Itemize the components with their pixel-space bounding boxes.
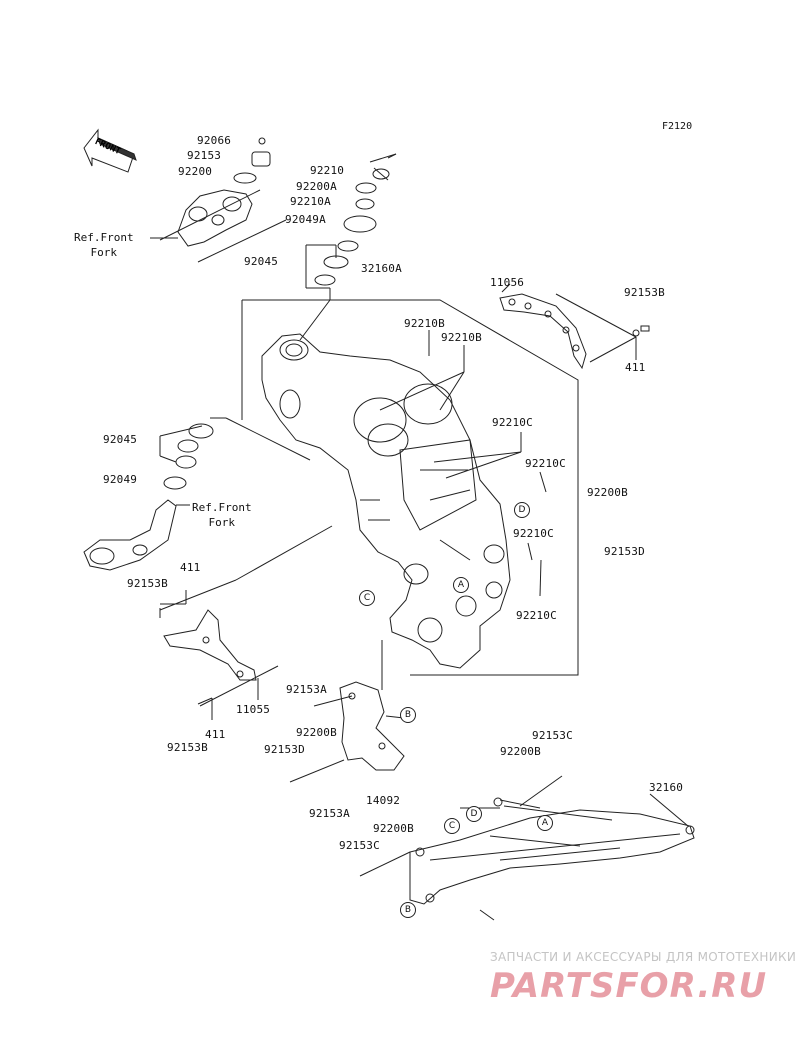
callout-c: C [444,818,460,834]
ref-front-fork-top: Ref.Front Fork [74,231,134,259]
part-label: 92153D [604,545,645,558]
part-label: 92200B [296,726,337,739]
lower-steering-assembly [83,417,311,571]
sub-frame [359,775,695,921]
frame-bolt-leaders [379,330,547,597]
part-label: 92153 [187,149,222,162]
part-label: 11056 [490,276,525,289]
part-label: 411 [205,728,226,741]
part-label: 32160 [649,781,684,794]
part-label: 92210C [492,416,533,429]
front-arrow-icon [83,128,137,173]
part-label: 92210B [441,331,482,344]
part-label: 92200B [373,822,414,835]
ref-front-fork-lower: Ref.Front Fork [192,501,252,529]
bracket-11056 [499,283,650,370]
watermark-logo: PARTSFOR.RU [490,966,768,1006]
stem-bearings [305,153,397,289]
part-label: 92153A [286,683,327,696]
callout-c: C [359,590,375,606]
main-frame-box [241,288,579,676]
part-label: 92200B [500,745,541,758]
part-label: 92200B [587,486,628,499]
main-frame [261,333,511,669]
part-label: 92210B [404,317,445,330]
part-label: 11055 [236,703,271,716]
callout-a: A [453,577,469,593]
part-label: 92045 [103,433,138,446]
callout-a: A [537,815,553,831]
part-label: 92210C [516,609,557,622]
callout-b: B [400,707,416,723]
part-label: 92066 [197,134,232,147]
part-label: 92153A [309,807,350,820]
part-label: 92200 [178,165,213,178]
part-label: 92153C [532,729,573,742]
part-label: 92210C [525,457,566,470]
watermark-tagline: ЗАПЧАСТИ И АКСЕССУАРЫ ДЛЯ МОТОТЕХНИКИ [490,950,797,964]
callout-d: D [514,502,530,518]
part-label: 92153D [264,743,305,756]
part-label: 92153B [624,286,665,299]
part-label: 92153C [339,839,380,852]
part-label: 32160A [361,262,402,275]
part-label: 92045 [244,255,279,268]
part-label: 411 [625,361,646,374]
callout-b: B [400,902,416,918]
part-label: 92210A [290,195,331,208]
bracket-11055 [159,525,333,720]
part-label: 92049A [285,213,326,226]
part-label: 92210 [310,164,345,177]
part-label: 411 [180,561,201,574]
part-label: 92200A [296,180,337,193]
part-label: 92153B [167,741,208,754]
bracket-14092 [289,640,405,783]
part-label: 92049 [103,473,138,486]
upper-steering-assembly [150,137,287,263]
callout-d: D [466,806,482,822]
part-label: 14092 [366,794,401,807]
figure-code: F2120 [662,121,693,132]
part-label: 92210C [513,527,554,540]
part-label: 92153B [127,577,168,590]
